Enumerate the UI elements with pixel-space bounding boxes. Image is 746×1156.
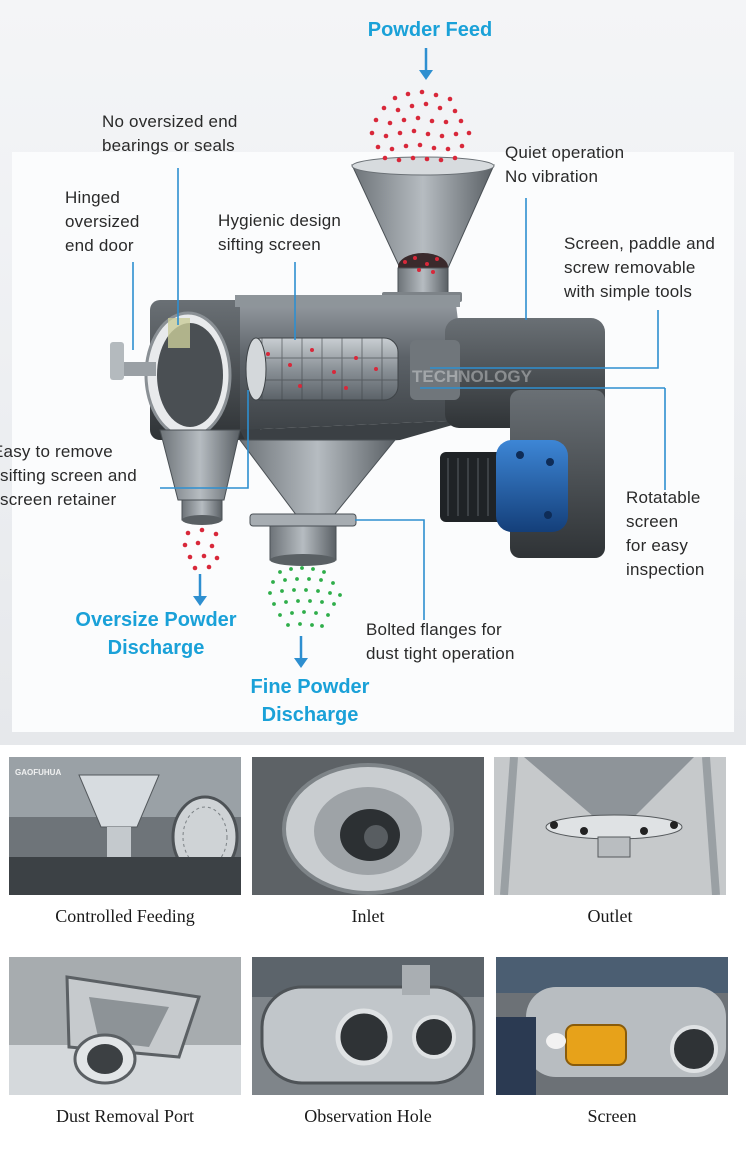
diagram-panel: TECHNOLOGY <box>0 0 746 745</box>
sifting-screen <box>245 337 399 401</box>
callout-quiet-operation: Quiet operation No vibration <box>505 143 625 186</box>
caption-dust-removal-port: Dust Removal Port <box>56 1106 194 1126</box>
caption-inlet: Inlet <box>351 906 385 926</box>
motor <box>440 440 568 532</box>
callout-bolted-flanges: Bolted flanges for dust tight operation <box>366 620 515 663</box>
callout-removable-tools: Screen, paddle and screw removable with … <box>564 234 716 301</box>
fine-discharge-label: Fine Powder Discharge <box>250 676 370 726</box>
flow-arrows <box>193 48 433 668</box>
callout-rotatable-screen: Rotatable screen for easy inspection <box>626 488 705 579</box>
oversize-particles <box>182 527 220 571</box>
photo-controlled-feeding: GAOFUHUA <box>9 757 241 895</box>
hinged-end-door <box>110 300 260 440</box>
caption-outlet: Outlet <box>587 906 633 926</box>
photo-dust-removal-port <box>9 957 241 1095</box>
machine-illustration: TECHNOLOGY <box>110 48 666 668</box>
photo-outlet <box>494 757 726 895</box>
powder-feed-label: Powder Feed <box>367 19 493 41</box>
oversize-discharge-label: Oversize Powder Discharge <box>75 609 237 659</box>
photo-observation-hole <box>252 957 484 1095</box>
fine-particles <box>268 566 342 628</box>
callout-no-oversized-bearings: No oversized end bearings or seals <box>102 112 238 155</box>
photo-inlet <box>252 757 484 895</box>
callout-easy-remove: Easy to remove sifting screen and screen… <box>0 442 137 509</box>
photo-screen <box>496 957 728 1095</box>
feed-particles <box>266 89 472 390</box>
callout-hygienic-screen: Hygienic design sifting screen <box>218 211 342 254</box>
feed-hopper <box>351 156 495 305</box>
oversize-outlet <box>159 429 241 525</box>
gaofuhua-logo: GAOFUHUA <box>15 768 61 777</box>
callout-hinged-door: Hinged oversized end door <box>65 188 140 255</box>
caption-observation-hole: Observation Hole <box>304 1106 432 1126</box>
watermark-text: TECHNOLOGY <box>412 367 533 386</box>
caption-controlled-feeding: Controlled Feeding <box>55 906 195 926</box>
leader-lines <box>132 168 666 620</box>
caption-screen: Screen <box>587 1106 637 1126</box>
fine-outlet <box>239 439 397 566</box>
